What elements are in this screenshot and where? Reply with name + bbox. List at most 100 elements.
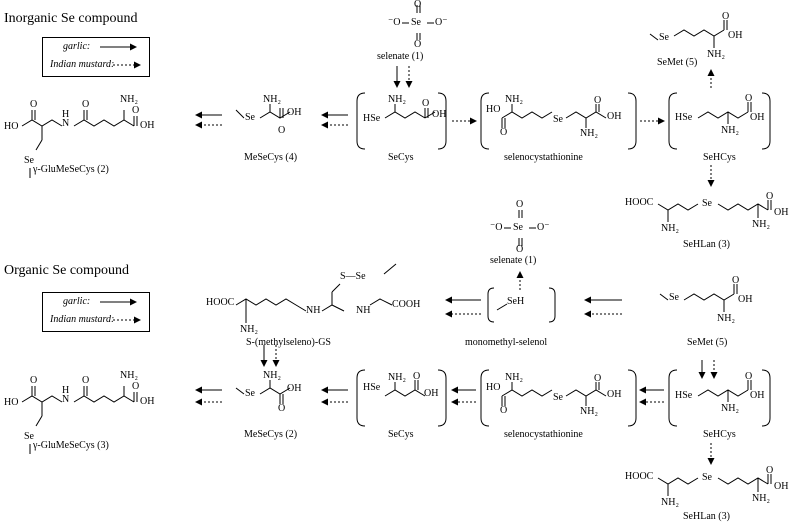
mesecys-top-se: Se <box>245 112 255 123</box>
glu-bottom-o3: O <box>132 381 140 392</box>
sehlan-top-se: Se <box>702 198 712 209</box>
glu-bottom-ho: HO <box>4 397 19 408</box>
selenocys-top-o: O <box>500 127 508 138</box>
bracket-sehcys-bottom-left <box>668 369 678 427</box>
selenate-top-o-down: O <box>414 39 422 50</box>
sehlan-top-nh2b: NH₂ <box>752 219 770 230</box>
bracket-secys-left <box>356 92 366 150</box>
mesecys-bottom-oh: OH <box>287 383 302 394</box>
section-title-inorganic: Inorganic Se compound <box>4 11 138 26</box>
selenol-label: monomethyl-selenol <box>465 337 548 348</box>
legend-garlic-label: garlic: <box>63 41 91 52</box>
semet-bottom-o: O <box>732 275 740 286</box>
mesecys-top-label: MeSeCys (4) <box>244 152 298 163</box>
sehcys-bottom-oh: OH <box>750 390 765 401</box>
selenocystathionine-top-structure <box>501 104 607 128</box>
secys-top-o: O <box>422 98 430 109</box>
semet-bottom-label: SeMet (5) <box>687 337 728 348</box>
semet-top-nh2: NH₂ <box>707 49 725 60</box>
selenocys-bottom-se: Se <box>553 392 563 403</box>
mesecys-bottom-structure <box>235 380 291 404</box>
selenate-top-o-up: O <box>414 0 422 10</box>
sehcys-top-o: O <box>745 93 753 104</box>
bracket-selenol-left <box>487 287 495 323</box>
glu-bottom-nh2: NH₂ <box>120 370 138 381</box>
secys-bottom-structure <box>384 380 426 397</box>
sehlan-top-o: O <box>766 191 774 202</box>
sehlan-bottom-nh2b: NH₂ <box>752 493 770 504</box>
secys-top-hse: HSe <box>363 113 381 124</box>
semet-top-oh: OH <box>728 30 743 41</box>
bracket-selenocys-bottom-left <box>480 369 490 427</box>
sehlan-bottom-nh2a: NH₂ <box>661 497 679 508</box>
selenocys-bottom-ho: HO <box>486 382 501 393</box>
sehlan-top-hooc: HOOC <box>625 197 654 208</box>
selenate-bottom-se: Se <box>513 222 523 233</box>
sehlan-top-nh2a: NH₂ <box>661 223 679 234</box>
gs-label: S-(methylseleno)-GS <box>246 337 331 348</box>
glu-top-ho: HO <box>4 121 19 132</box>
selenate-bottom-o-left: ⁻O <box>490 222 503 233</box>
secys-bottom-label: SeCys <box>388 429 414 440</box>
semet-bottom-se: Se <box>669 292 679 303</box>
bracket-secys-bottom-left <box>356 369 366 427</box>
bracket-selenocys-left <box>480 92 490 150</box>
selenocys-top-nh2: NH₂ <box>505 94 523 105</box>
bracket-selenocys-bottom-right <box>627 369 637 427</box>
glumesecys-bottom-structure <box>21 386 138 454</box>
selenate-top-structure <box>402 5 434 40</box>
mesecys-bottom-label: MeSeCys (2) <box>244 429 298 440</box>
gs-nh2-link: NH <box>356 305 371 316</box>
selenate-bottom-o-up: O <box>516 199 524 210</box>
legend-box-top <box>42 37 150 77</box>
glu-bottom-h: H <box>62 385 70 396</box>
bracket-sehcys-right <box>761 92 771 150</box>
selenocys-top-oh: OH <box>607 111 622 122</box>
legend-mustard-label-2: Indian mustard: <box>50 314 115 325</box>
sehlan-top-label: SeHLan (3) <box>683 239 730 250</box>
mesecys-bottom-nh2: NH₂ <box>263 370 281 381</box>
sehcys-bottom-structure <box>697 380 752 402</box>
sehcys-bottom-nh2: NH₂ <box>721 403 739 414</box>
sehcys-top-oh: OH <box>750 112 765 123</box>
selenocystathionine-bottom-structure <box>501 382 607 406</box>
secys-top-nh2: NH₂ <box>388 94 406 105</box>
selenocys-bottom-oh: OH <box>607 389 622 400</box>
semet-bottom-structure <box>659 284 738 312</box>
glu-bottom-o2: O <box>82 375 90 386</box>
mesecys-top-structure <box>235 104 291 119</box>
sehlan-top-structure <box>657 200 772 222</box>
sehlan-bottom-structure <box>657 474 772 496</box>
selenocys-bottom-label: selenocystathionine <box>504 429 583 440</box>
sehcys-bottom-o: O <box>745 371 753 382</box>
glu-top-nh2: NH₂ <box>120 94 138 105</box>
gs-hooc: HOOC <box>206 297 235 308</box>
sehlan-bottom-label: SeHLan (3) <box>683 511 730 522</box>
methylseleno-gs-structure <box>235 263 397 323</box>
legend-mustard-label: Indian mustard: <box>50 59 115 70</box>
mesecys-top-oh: OH <box>287 107 302 118</box>
selenocys-top-nh2b: NH₂ <box>580 128 598 139</box>
semet-bottom-nh2: NH₂ <box>717 313 735 324</box>
glu-bottom-se: Se <box>24 431 34 442</box>
glu-top-o2: O <box>82 99 90 110</box>
gs-nh1: NH <box>306 305 321 316</box>
selenate-top-o-right: O⁻ <box>435 17 448 28</box>
secys-bottom-nh2: NH₂ <box>388 372 406 383</box>
selenol-bond <box>496 303 508 311</box>
sehcys-top-label: SeHCys <box>703 152 736 163</box>
selenate-bottom-structure <box>504 210 536 246</box>
sehlan-top-oh: OH <box>774 207 789 218</box>
glu-bottom-n: N <box>62 394 70 405</box>
glu-top-o3: O <box>132 105 140 116</box>
secys-bottom-o: O <box>413 371 421 382</box>
mesecys-bottom-o: O <box>278 403 286 414</box>
secys-top-structure <box>384 104 436 119</box>
selenocys-bottom-o2: O <box>594 373 602 384</box>
mesecys-bottom-se: Se <box>245 388 255 399</box>
semet-top-se: Se <box>659 32 669 43</box>
sehcys-top-hse: HSe <box>675 112 693 123</box>
sehlan-bottom-se: Se <box>702 472 712 483</box>
glu-top-o1: O <box>30 99 38 110</box>
glu-top-label: γ-GluMeSeCys (2) <box>33 164 109 175</box>
